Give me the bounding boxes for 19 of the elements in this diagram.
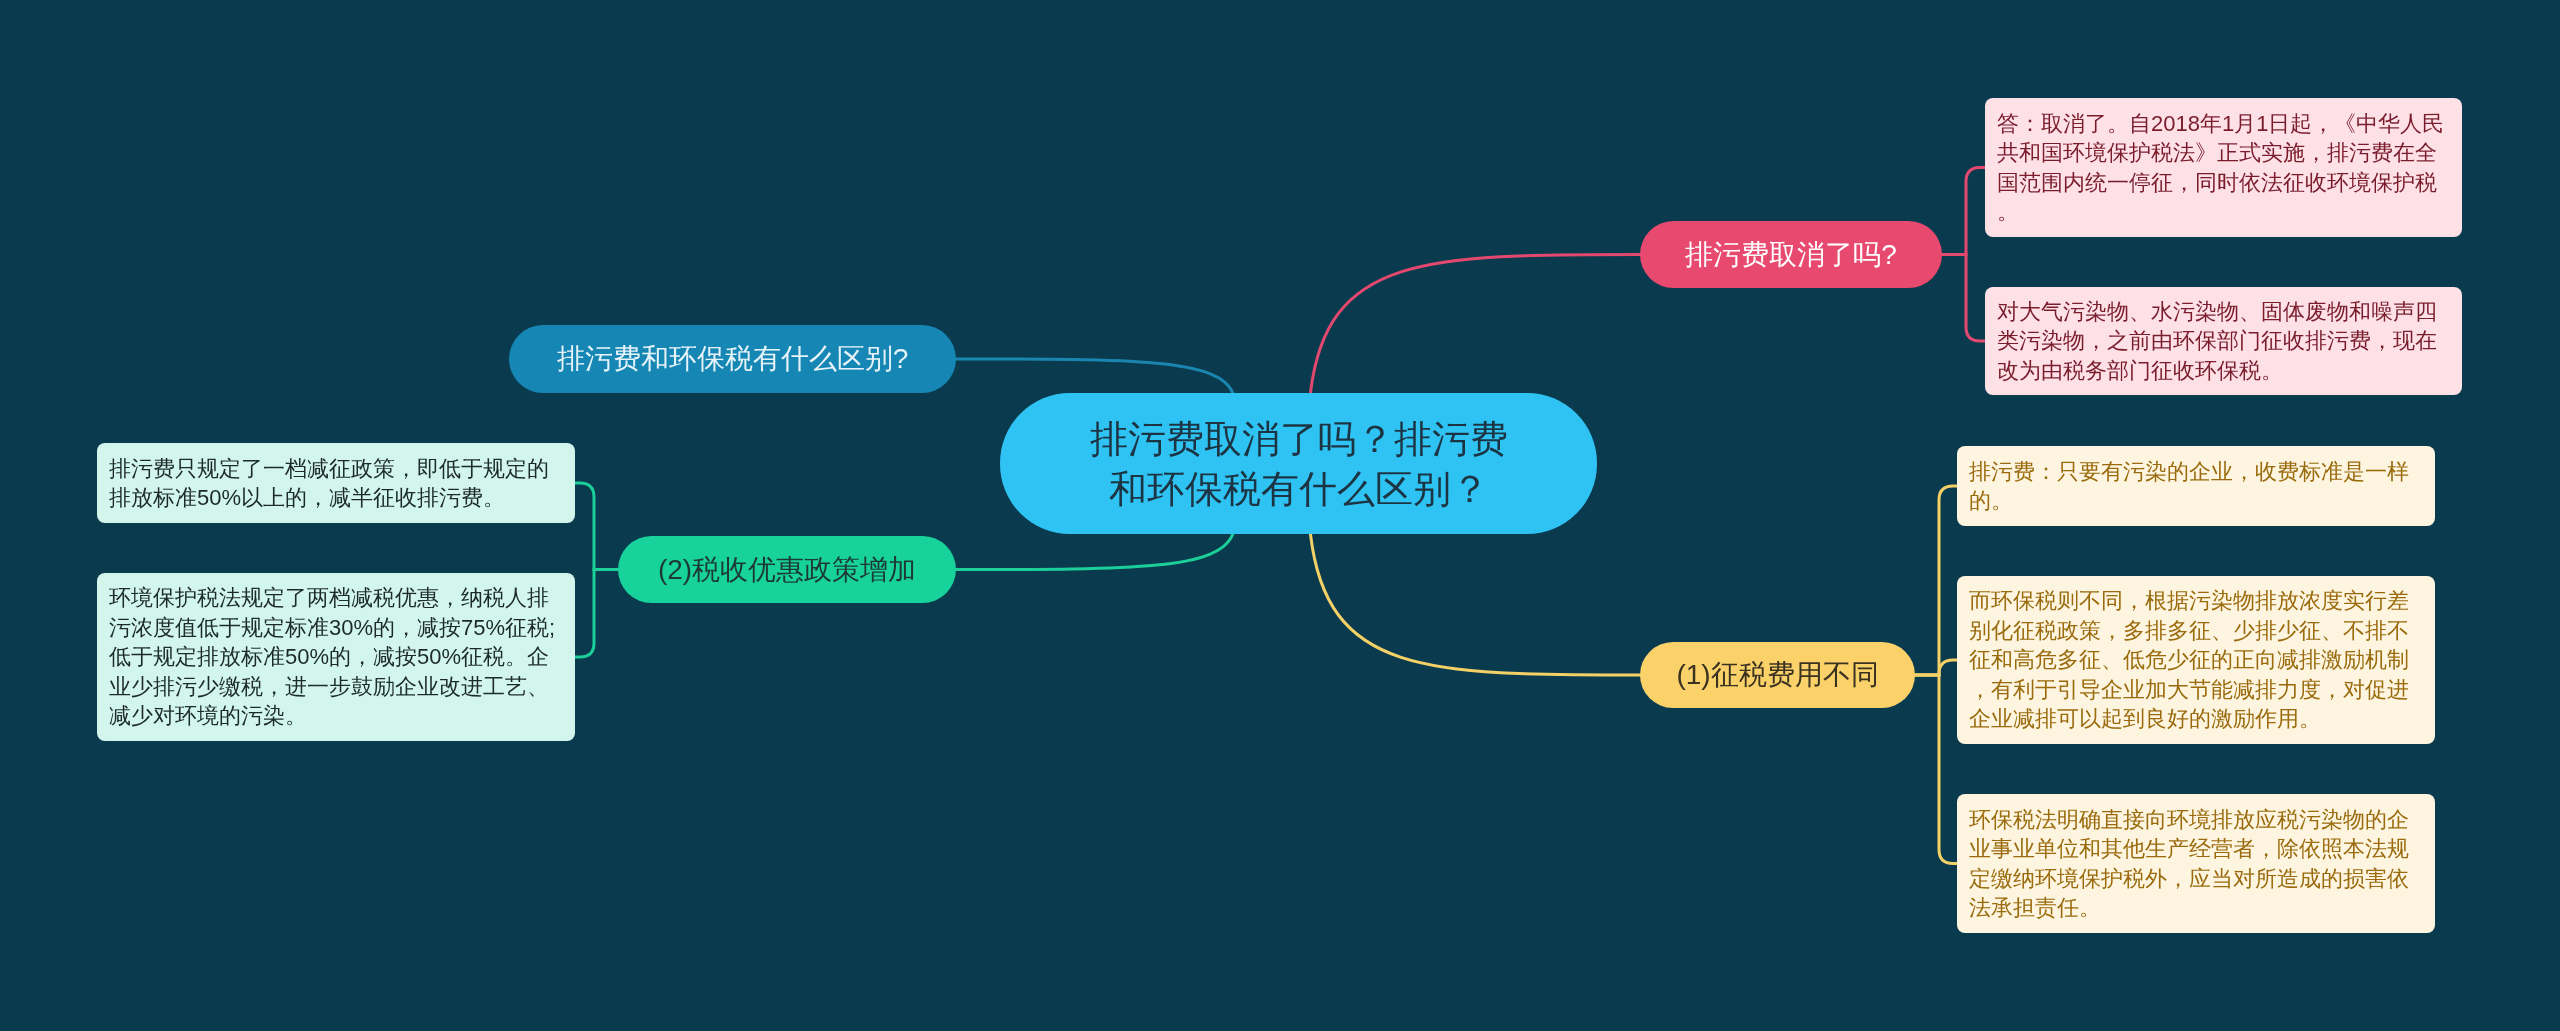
topic-pill: (1)征税费用不同: [1640, 642, 1915, 708]
connector-line: [573, 568, 620, 659]
note-card: 排污费：只要有污染的企业，收费标准是一样的。: [1957, 446, 2435, 526]
connector-line: [1308, 253, 1642, 395]
note-card: 环保税法明确直接向环境排放应税污染物的企业事业单位和其他生产经营者，除依照本法规定缴纳环境保护税外，应当对所造成的损害依法承担责任。: [1957, 794, 2435, 933]
connector-line: [954, 532, 1235, 571]
connector-line: [1308, 532, 1642, 677]
topic-pill: 排污费和环保税有什么区别?: [509, 325, 956, 393]
note-card: 排污费只规定了一档减征政策，即低于规定的排放标准50%以上的，减半征收排污费。: [97, 443, 575, 523]
connector-line: [1940, 253, 1987, 343]
topic-pill: (2)税收优惠政策增加: [618, 536, 956, 603]
note-card: 答：取消了。自2018年1月1日起，《中华人民共和国环境保护税法》正式实施，排污费在全国范围内统一停征，同时依法征收环境保护税。: [1985, 98, 2462, 237]
note-card: 环境保护税法规定了两档减税优惠，纳税人排污浓度值低于规定标准30%的，减按75%征税;低于规定排放标准50%的，减按50%征税。企业少排污少缴税，进一步鼓励企业改进工艺、减少对环境的污染。: [97, 573, 575, 741]
note-card: 而环保税则不同，根据污染物排放浓度实行差别化征税政策，多排多征、少排少征、不排不征和高危多征、低危少征的正向减排激励机制，有利于引导企业加大节能减排力度，对促进企业减排可以起到良好的激励作用。: [1957, 576, 2435, 744]
connector-line: [1913, 673, 1959, 865]
topic-pill: 排污费取消了吗?: [1640, 221, 1942, 288]
central-topic: 排污费取消了吗？排污费和环保税有什么区别？: [1000, 393, 1597, 534]
note-card: 对大气污染物、水污染物、固体废物和噪声四类污染物，之前由环保部门征收排污费，现在改为由税务部门征收环保税。: [1985, 287, 2462, 395]
connector-line: [954, 357, 1235, 395]
